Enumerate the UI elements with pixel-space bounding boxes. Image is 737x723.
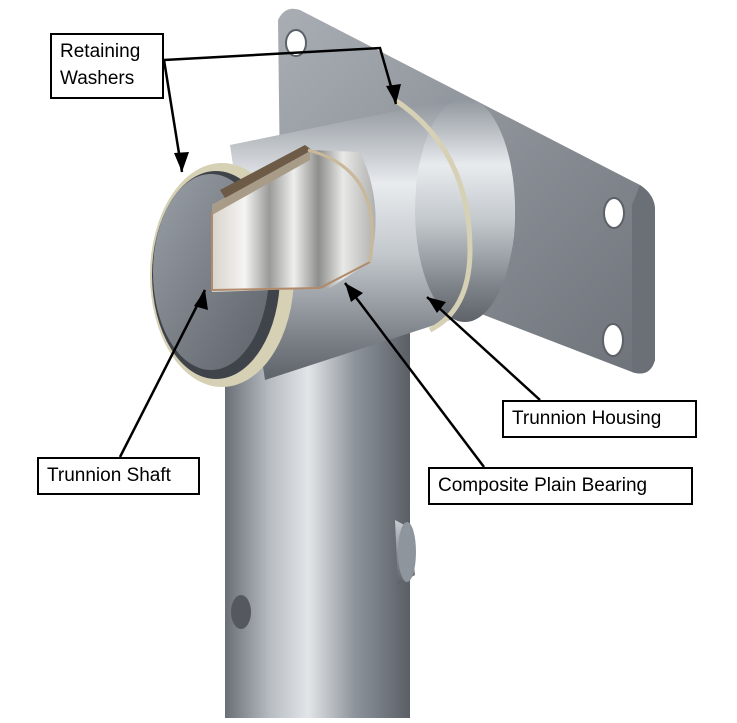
arrowhead <box>427 297 446 313</box>
leader-composite-plain-bearing <box>344 282 485 468</box>
rear-retaining-washer <box>393 97 473 333</box>
label-trunnion-shaft: Trunnion Shaft <box>37 457 200 495</box>
arrowhead <box>194 290 208 310</box>
leader-retaining-washers-rear <box>163 46 398 105</box>
leader-trunnion-shaft <box>118 289 207 458</box>
label-retaining-washers: Retaining Washers <box>50 33 164 99</box>
composite-bearing-layer <box>220 145 312 198</box>
post-hole <box>231 595 251 629</box>
vertical-post <box>225 330 416 718</box>
cutaway-section <box>211 145 376 292</box>
plate-hole <box>603 197 625 229</box>
label-retaining-washers-text: Retaining Washers <box>60 41 141 89</box>
arrowhead <box>386 84 401 104</box>
plate-hole <box>602 323 624 357</box>
arrowhead <box>345 283 363 302</box>
plate-hole <box>285 29 307 57</box>
label-trunnion-housing-text: Trunnion Housing <box>512 408 662 429</box>
label-composite-plain-bearing: Composite Plain Bearing <box>428 467 693 505</box>
leader-trunnion-housing <box>426 296 541 401</box>
leader-arrowheads <box>174 84 446 313</box>
arrowhead <box>174 152 189 172</box>
label-composite-plain-bearing-text: Composite Plain Bearing <box>438 475 648 496</box>
label-trunnion-shaft-text: Trunnion Shaft <box>47 465 171 486</box>
label-trunnion-housing: Trunnion Housing <box>502 400 697 438</box>
